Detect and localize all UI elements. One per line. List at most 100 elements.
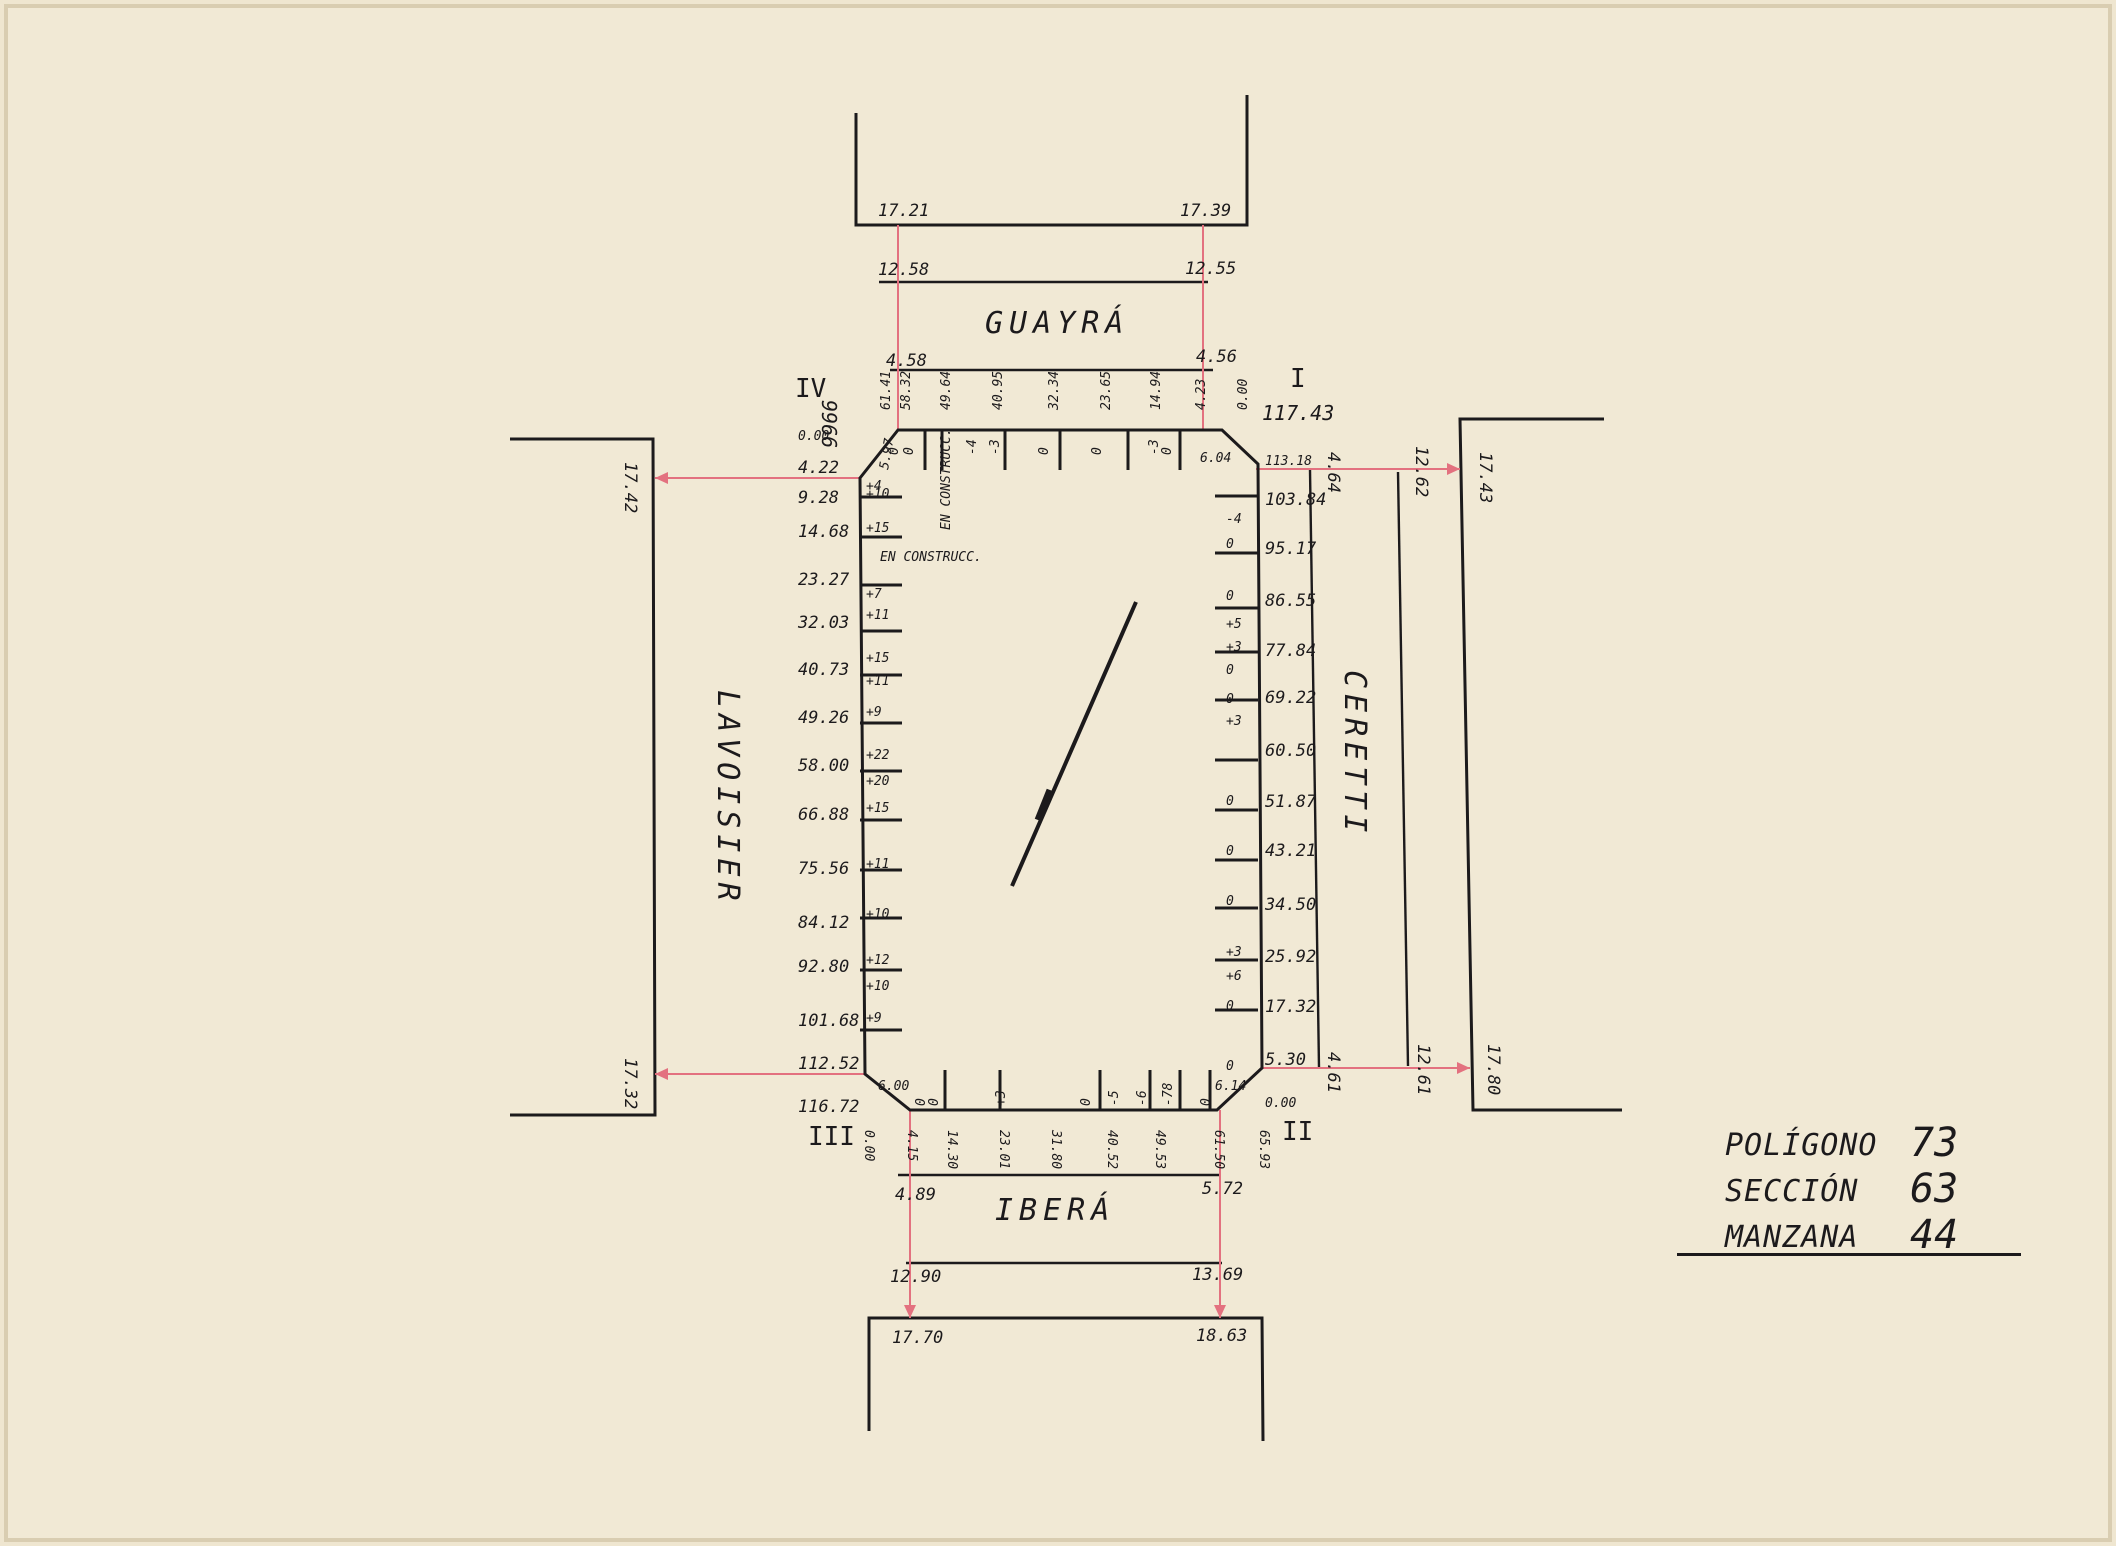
arrow-south-right [1214,1305,1226,1318]
east-frontage-distances: 113.18103.8495.1786.5577.8469.2260.5051.… [1264,454,1326,1111]
west-level-mark: +10 [866,487,890,502]
south-distance-label: 61.50 [1211,1130,1226,1169]
level-south-right-outer: 18.63 [1196,1326,1247,1346]
south-cul-de-sac [867,1316,1265,1442]
south-distance-label: 65.93 [1256,1130,1271,1169]
red-measure-lines [655,225,1470,1318]
legend-value-poligono: 73 [1910,1120,1959,1166]
east-distance-label: 25.92 [1265,947,1316,967]
north-level-mark: -4 [965,439,980,455]
east-distance-label: 0.00 [1265,1096,1296,1111]
legend-row-seccion: SECCIÓN 63 [1725,1166,2025,1212]
north-distance-label: 14.94 [1149,371,1164,410]
west-distance-label: 49.26 [798,708,849,728]
west-level-mark: +22 [866,748,890,763]
level-east-far-top: 12.62 [1411,446,1431,497]
level-south-right-inner: 5.72 [1202,1179,1243,1199]
north-distance-label: 49.64 [939,371,954,410]
west-distance-label: 116.72 [798,1097,859,1117]
legend-label-manzana: MANZANA [1725,1220,1859,1255]
chamfer-ne: 6.04 [1200,451,1231,466]
block-outline [858,428,1264,1112]
north-level-mark: 0 [1090,447,1105,455]
north-level-mark: 0 [1037,447,1052,455]
west-level-mark: +12 [866,953,890,968]
east-level-mark: 0 [1226,692,1234,707]
legend-label-poligono: POLÍGONO [1725,1128,1878,1163]
west-level-mark: +4 [866,479,882,494]
east-level-mark: 0 [1226,999,1234,1014]
level-north-left-mid: 12.58 [878,260,929,280]
south-level-mark: 0 [914,1098,929,1106]
west-level-mark: +7 [866,587,882,602]
chamfer-sw: 6.00 [878,1079,909,1094]
north-level-marks: 0-300-3-400 [887,439,1175,455]
north-distance-label: 61.41 [879,371,894,410]
east-level-mark: +3 [1226,714,1242,729]
north-level-mark: -3 [988,439,1003,455]
north-arrow-head [1034,788,1054,822]
level-east-outer-top: 17.43 [1475,452,1495,503]
level-north-right-outer: 17.39 [1180,201,1231,221]
south-distance-label: 14.30 [944,1130,959,1169]
east-distance-label: 86.55 [1265,591,1316,611]
street-name-west: LAVOISIER [710,690,745,907]
north-level-mark: -3 [1147,439,1162,455]
level-south-left-inner: 4.89 [895,1185,936,1205]
level-south-right-mid: 13.69 [1192,1265,1243,1285]
arrow-south-left [904,1305,916,1318]
street-name-east: CERETTI [1337,670,1372,838]
west-level-mark: +10 [866,979,890,994]
south-level-mark: 0 [1199,1098,1214,1106]
north-arrow-shaft [1010,601,1138,887]
south-distance-label: 0.00 [861,1130,876,1161]
west-distance-label: 92.80 [798,957,849,977]
west-distance-label: 23.27 [798,570,850,590]
west-distance-label: 14.68 [798,522,849,542]
note-en-construcc-2: EN CONSTRUCC. [939,428,954,530]
west-distance-label: 75.56 [798,859,849,879]
west-distance-label: 101.68 [798,1011,859,1031]
east-distance-label: 95.17 [1265,539,1317,559]
note-en-construcc-1: EN CONSTRUCC. [880,550,982,565]
arrow-west-bottom [655,1068,668,1080]
south-distance-label: 49.53 [1152,1130,1167,1169]
west-level-marks: +4+10+15+7+11+15+11+9+22+20+15+11+10+12+… [866,479,890,1026]
east-distance-label: 34.50 [1264,895,1316,915]
east-level-mark: -4 [1226,512,1242,527]
west-distance-label: 84.12 [798,913,849,933]
east-distance-label: 103.84 [1265,490,1326,510]
legend-underline [1677,1253,2021,1256]
east-mid-line [1396,471,1410,1067]
corner-nw: IV [795,374,826,404]
corner-se: II [1282,1117,1313,1147]
south-level-mark: -6 [1135,1090,1150,1106]
north-frontage-distances: 0.004.2314.9423.6532.3440.9549.6458.3261… [879,371,1251,411]
level-east-mid-top: 4.64 [1323,452,1343,493]
south-distance-label: 31.80 [1048,1129,1063,1169]
east-level-mark: +6 [1226,969,1242,984]
north-distance-label: 23.65 [1099,371,1114,410]
south-distance-label: 23.01 [996,1130,1011,1169]
north-distance-label: 32.34 [1047,371,1062,411]
street-name-north: GUAYRÁ [985,305,1129,341]
arrow-west-top [655,472,668,484]
corner-sw: III [808,1122,855,1152]
legend-value-seccion: 63 [1910,1166,1959,1212]
west-level-mark: +11 [866,674,889,689]
level-north-right-mid: 12.55 [1185,259,1236,279]
west-level-mark: +10 [866,907,890,922]
east-level-mark: 0 [1226,894,1234,909]
north-arrow [1010,601,1138,887]
east-distance-label: 60.50 [1265,741,1316,761]
west-level-mark: +15 [866,651,890,666]
legend-row-poligono: POLÍGONO 73 [1725,1120,2025,1166]
level-east-far-bottom: 12.61 [1413,1044,1433,1095]
east-level-mark: 0 [1226,844,1234,859]
west-level-mark: +11 [866,608,889,623]
east-distance-label: 69.22 [1265,688,1316,708]
